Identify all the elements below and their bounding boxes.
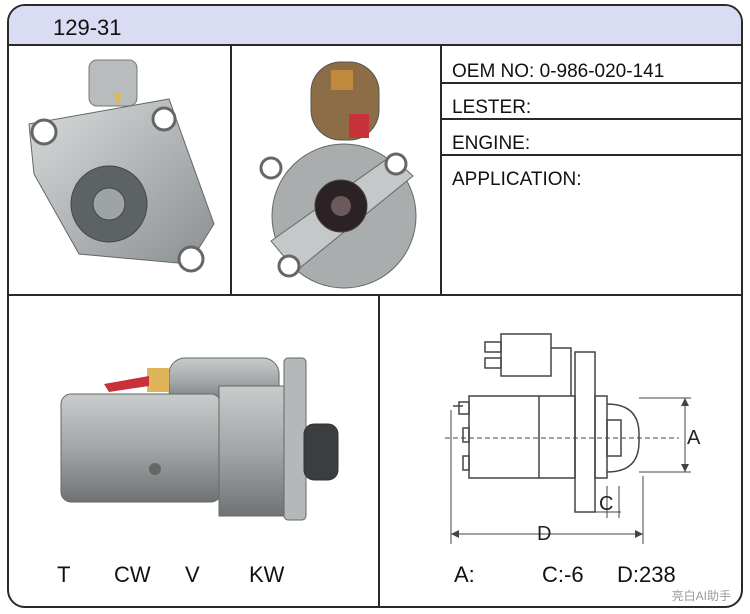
header-bar: 129-31: [9, 6, 741, 46]
code-v: V: [185, 562, 200, 587]
oem-label: OEM NO:: [452, 61, 535, 82]
code-cw: CW: [114, 562, 151, 587]
code-t: T: [57, 562, 71, 587]
application-label: APPLICATION:: [452, 169, 582, 190]
diagram-label-c: C: [599, 493, 613, 515]
watermark: 亮白AI助手: [671, 589, 731, 603]
divider-horizontal: [9, 294, 741, 296]
spec-sheet: 129-31 OEM NO: 0-986-020-141 LESTER: ENG…: [7, 4, 743, 608]
starter-front-photo: [28, 59, 215, 273]
spec-row-application: APPLICATION:: [442, 156, 741, 190]
code-kw: KW: [249, 562, 285, 587]
lester-label: LESTER:: [452, 97, 532, 118]
spec-row-oem: OEM NO: 0-986-020-141: [442, 48, 741, 84]
dimension-d: D:238: [617, 562, 676, 587]
diagram-label-d: D: [537, 523, 551, 545]
divider-bottom: [378, 294, 380, 606]
starter-rear-photo: [259, 61, 417, 289]
dimension-diagram: A C D: [445, 333, 701, 545]
spec-row-lester: LESTER:: [442, 84, 741, 120]
starter-side-photo: [60, 357, 339, 521]
divider-photo-2: [440, 46, 442, 296]
oem-value: 0-986-020-141: [539, 61, 665, 82]
part-number: 129-31: [53, 15, 122, 40]
dimension-c: C:-6: [542, 562, 584, 587]
dimension-a: A:: [454, 562, 475, 587]
diagram-label-a: A: [687, 427, 701, 449]
engine-label: ENGINE:: [452, 133, 531, 154]
divider-photo-1: [230, 46, 232, 296]
spec-row-engine: ENGINE:: [442, 120, 741, 156]
